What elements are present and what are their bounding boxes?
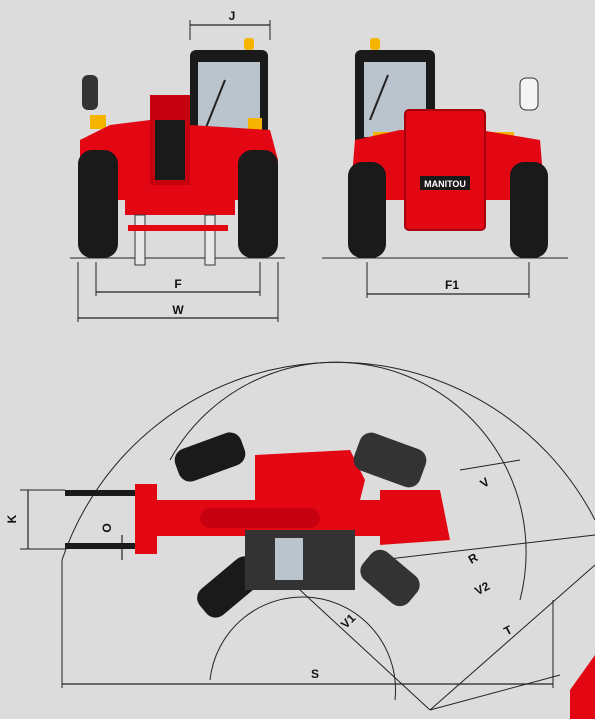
tyre-rear-left <box>348 162 386 258</box>
dim-j-label: J <box>229 9 236 23</box>
front-view: J F W <box>70 9 285 322</box>
tyre-top-rear-right <box>360 549 420 607</box>
dim-r-label: R <box>466 550 481 567</box>
dim-f1-label: F1 <box>445 278 459 292</box>
rear-view: MANITOU F1 <box>322 38 568 298</box>
tyre-top-front-left <box>174 432 246 482</box>
fork-carriage-top <box>135 484 157 554</box>
carriage-front <box>125 185 235 215</box>
tyre-front-left <box>78 150 118 258</box>
beacon-rear <box>370 38 380 50</box>
mirror-rear <box>519 77 539 111</box>
dim-v-label: V <box>477 475 492 491</box>
tyre-rear-right <box>510 162 548 258</box>
dim-v2-label: V2 <box>472 579 492 598</box>
radius-line-t <box>379 534 595 561</box>
fork-bottom <box>65 543 145 549</box>
dim-f-label: F <box>174 277 181 291</box>
dim-w-label: W <box>172 303 184 317</box>
top-view-turning: K O S V R V2 V1 T <box>5 361 595 719</box>
mid-turning-arc <box>169 361 527 601</box>
tyre-front-right <box>238 150 278 258</box>
dim-t-label: T <box>502 622 516 638</box>
dim-s-label: S <box>311 667 319 681</box>
mirror-left <box>82 75 98 110</box>
counterweight <box>404 109 486 231</box>
rear-frame-top <box>380 490 450 545</box>
brand-logo-text: MANITOU <box>424 179 466 189</box>
dim-k-label: K <box>5 514 19 523</box>
boom-top <box>255 450 365 500</box>
inner-turning-arc <box>209 596 397 701</box>
dim-o-label: O <box>100 523 114 532</box>
tyre-top-rear-left <box>353 432 427 488</box>
corner-brand-accent <box>570 655 595 719</box>
brand-logo <box>420 176 470 190</box>
fork-top <box>65 490 145 496</box>
radius-line-v1 <box>299 589 431 711</box>
beacon-front <box>244 38 254 50</box>
